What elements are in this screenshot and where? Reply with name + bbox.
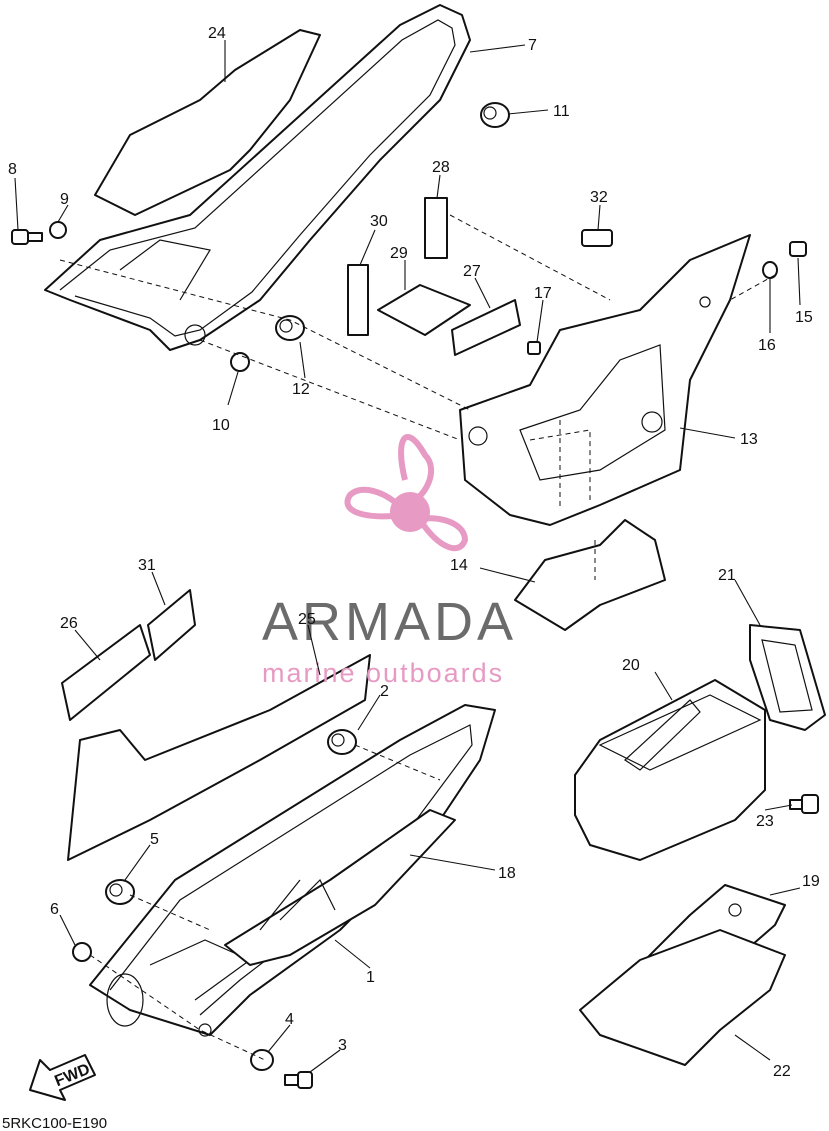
grommet-2 <box>327 729 357 755</box>
connector-32 <box>581 229 613 247</box>
callout-labels: 24 7 11 8 9 10 12 28 30 29 27 17 32 13 1… <box>8 25 820 1080</box>
callout-23: 23 <box>756 813 774 830</box>
pad-14 <box>514 519 666 631</box>
collar-10 <box>230 352 250 372</box>
washer-6 <box>72 942 92 962</box>
pad-27 <box>451 299 521 356</box>
washer-4 <box>250 1049 274 1071</box>
callout-1: 1 <box>366 969 375 986</box>
washer-9 <box>49 221 67 239</box>
bolt-3 <box>284 1071 313 1089</box>
bolt-23 <box>789 794 819 814</box>
callout-16: 16 <box>758 337 776 354</box>
pad-29 <box>377 284 471 336</box>
callout-8: 8 <box>8 161 17 178</box>
callout-20: 20 <box>622 657 640 674</box>
callout-27: 27 <box>463 263 481 280</box>
watermark-logo-icon <box>390 492 430 532</box>
sticker-31 <box>147 589 196 661</box>
callout-15: 15 <box>795 309 813 326</box>
pad-30 <box>347 264 369 336</box>
bolt-17 <box>527 341 541 355</box>
callout-3: 3 <box>338 1037 347 1054</box>
watermark-subtitle: marine outboards <box>262 658 504 688</box>
drawing-code: 5RKC100-E190 <box>2 1115 107 1131</box>
watermark: ARMADA marine outboards <box>262 433 517 688</box>
callout-32: 32 <box>590 189 608 206</box>
callout-19: 19 <box>802 873 820 890</box>
callout-28: 28 <box>432 159 450 176</box>
callout-14: 14 <box>450 557 468 574</box>
callout-2: 2 <box>380 683 389 700</box>
emblem-18 <box>224 809 456 966</box>
callout-25: 25 <box>298 611 316 628</box>
callout-13: 13 <box>740 431 758 448</box>
sticker-26 <box>61 624 151 721</box>
callout-26: 26 <box>60 615 78 632</box>
callout-4: 4 <box>285 1011 294 1028</box>
fwd-arrow: FWD <box>29 1054 96 1101</box>
callout-22: 22 <box>773 1063 791 1080</box>
watermark-title: ARMADA <box>262 592 517 652</box>
callout-24: 24 <box>208 25 226 42</box>
sticker-24 <box>94 29 321 216</box>
bolt-8 <box>11 229 43 245</box>
tool-bag-20 <box>574 679 766 861</box>
callout-6: 6 <box>50 901 59 918</box>
callout-5: 5 <box>150 831 159 848</box>
pad-22 <box>579 929 786 1066</box>
sticker-25 <box>67 654 371 861</box>
callout-29: 29 <box>390 245 408 262</box>
callout-12: 12 <box>292 381 310 398</box>
callout-7: 7 <box>528 37 537 54</box>
grommet-5 <box>105 879 135 905</box>
callout-9: 9 <box>60 191 69 208</box>
callout-30: 30 <box>370 213 388 230</box>
pad-28 <box>424 197 448 259</box>
callout-31: 31 <box>138 557 156 574</box>
callout-18: 18 <box>498 865 516 882</box>
callout-10: 10 <box>212 417 230 434</box>
callout-11: 11 <box>553 103 570 120</box>
callout-21: 21 <box>718 567 736 584</box>
battery-box-13 <box>459 234 751 526</box>
side-cover-lower-1 <box>89 704 496 1037</box>
callout-17: 17 <box>534 285 552 302</box>
grommet-12 <box>275 315 305 341</box>
leader-lines <box>14 40 801 1073</box>
side-cover-upper <box>44 4 471 351</box>
handle-21 <box>749 624 826 731</box>
grommet-11 <box>480 102 510 128</box>
bolt-15 <box>789 241 807 257</box>
